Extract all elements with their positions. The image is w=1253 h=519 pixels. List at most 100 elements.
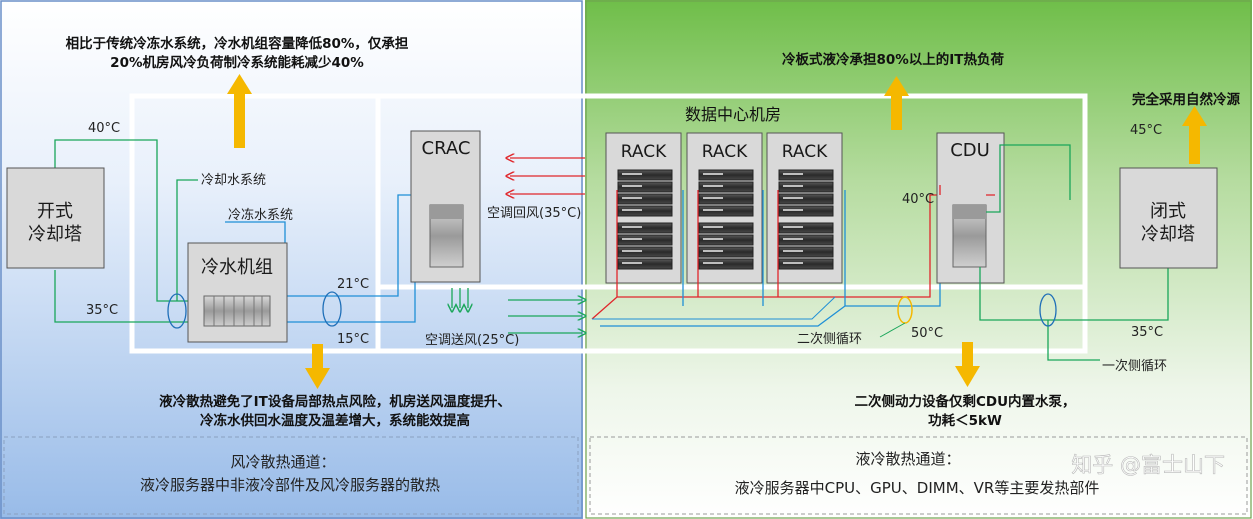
server-vent	[622, 238, 642, 240]
chiller-label: 冷水机组	[201, 257, 273, 278]
primary-loop-supply	[986, 144, 1071, 213]
return-air-label: 空调回风(35°C)	[487, 206, 581, 221]
liquid-channel-text: 液冷服务器中CPU、GPU、DIMM、VR等主要发热部件	[735, 479, 1100, 497]
server-vent	[622, 250, 642, 252]
secondary-cold-pipe	[600, 190, 957, 327]
temp-45: 45°C	[1130, 123, 1162, 138]
rack-label: RACK	[782, 142, 828, 162]
supply-air-label: 空调送风(25°C)	[425, 333, 519, 348]
cooling-water-pipe-supply	[54, 139, 205, 302]
closed-cooling-tower	[1119, 167, 1218, 269]
server-vent	[783, 238, 803, 240]
primary-loop-pointer	[1047, 320, 1100, 361]
server-unit	[778, 234, 834, 246]
cdu-temp-40: 40°C	[902, 192, 934, 207]
open-tower-label-2: 冷却塔	[28, 224, 82, 245]
temp-35-left: 35°C	[86, 303, 118, 318]
temp-15: 15°C	[337, 332, 369, 347]
return-air-arrows	[510, 158, 585, 194]
open-tower-label-1: 开式	[37, 201, 73, 222]
server-unit	[778, 169, 834, 181]
natural-cooling-label: 完全采用自然冷源	[1132, 91, 1240, 108]
temp-40-left: 40°C	[88, 121, 120, 136]
right-bottom-note-line2: 功耗＜5kW	[928, 412, 1002, 429]
cdu-coil-top	[953, 205, 986, 219]
server-vent	[622, 209, 642, 211]
server-vent	[703, 173, 723, 175]
supply-air-arrows	[508, 300, 582, 333]
air-channel-box	[3, 436, 579, 515]
rack-label: RACK	[702, 142, 748, 162]
secondary-hot-pipe	[591, 190, 957, 320]
right-region-border	[585, 0, 1252, 519]
server-unit	[778, 181, 834, 193]
liquid-channel-box	[589, 436, 1248, 515]
liquid-channel-title: 液冷散热通道：	[855, 450, 960, 468]
server-vent	[703, 197, 723, 199]
watermark: 知乎 @富士山下	[1071, 453, 1225, 477]
left-top-note-line2: 20%机房风冷负荷制冷系统能耗减少40%	[110, 54, 364, 71]
server-unit	[698, 258, 754, 270]
server-vent	[622, 262, 642, 264]
secondary-loop-pointer	[879, 322, 906, 338]
cooling-water-system-label: 冷却水系统	[201, 173, 266, 188]
closed-tower-label-2: 冷却塔	[1141, 224, 1195, 245]
server-unit	[698, 205, 754, 217]
room-frame	[129, 93, 1088, 354]
server-vent	[703, 226, 723, 228]
server-vent	[622, 185, 642, 187]
cooling-water-pipe-return	[54, 270, 205, 323]
secondary-manifold	[592, 296, 836, 320]
chiller-coil	[203, 295, 271, 327]
up-arrow-left	[227, 74, 252, 148]
server-unit	[698, 193, 754, 205]
left-bottom-note-line1: 液冷散热避免了IT设备局部热点风险，机房送风温度提升、	[159, 393, 511, 410]
valve-cooling	[167, 293, 187, 329]
valve-chilled	[322, 291, 342, 327]
server-unit	[617, 205, 673, 217]
server-unit	[617, 169, 673, 181]
room-title: 数据中心机房	[685, 105, 781, 124]
server-unit	[617, 193, 673, 205]
server-unit	[778, 222, 834, 234]
server-vent	[703, 209, 723, 211]
down-arrow-right	[955, 342, 980, 387]
server-unit	[698, 246, 754, 258]
server-unit	[778, 205, 834, 217]
left-region-border	[0, 0, 583, 519]
crac-down-arrows	[452, 288, 468, 308]
server-vent	[783, 197, 803, 199]
cdu-red-link	[939, 185, 995, 196]
open-cooling-tower	[6, 167, 105, 269]
server-vent	[783, 226, 803, 228]
server-unit	[617, 222, 673, 234]
rack-1: RACK	[605, 132, 682, 284]
server-unit	[778, 246, 834, 258]
cdu-label: CDU	[950, 140, 990, 161]
server-unit	[698, 181, 754, 193]
server-unit	[698, 169, 754, 181]
rack-3: RACK	[766, 132, 843, 284]
crac-coil-top	[430, 205, 463, 219]
chilled-water-system-label: 冷冻水系统	[228, 207, 293, 223]
up-arrow-right	[1182, 106, 1207, 164]
up-arrow-center	[884, 76, 909, 130]
left-bottom-note-line2: 冷冻水供回水温度及温差增大，系统能效提高	[200, 412, 470, 429]
crac-label: CRAC	[422, 138, 471, 159]
left-top-note-line1: 相比于传统冷冻水系统，冷水机组容量降低80%，仅承担	[66, 35, 409, 52]
valve-primary	[1039, 293, 1057, 327]
server-vent	[703, 250, 723, 252]
server-vent	[783, 262, 803, 264]
server-unit	[698, 234, 754, 246]
secondary-loop-label: 二次侧循环	[797, 331, 862, 347]
down-arrow-left	[305, 344, 330, 389]
temp-50: 50°C	[911, 326, 943, 341]
temp-35-right: 35°C	[1131, 325, 1163, 340]
air-channel-title: 风冷散热通道：	[230, 453, 335, 471]
rack-group: RACK RACK RACK	[605, 132, 843, 284]
closed-tower-label-1: 闭式	[1150, 201, 1186, 222]
server-vent	[703, 185, 723, 187]
rack-label: RACK	[621, 142, 667, 162]
